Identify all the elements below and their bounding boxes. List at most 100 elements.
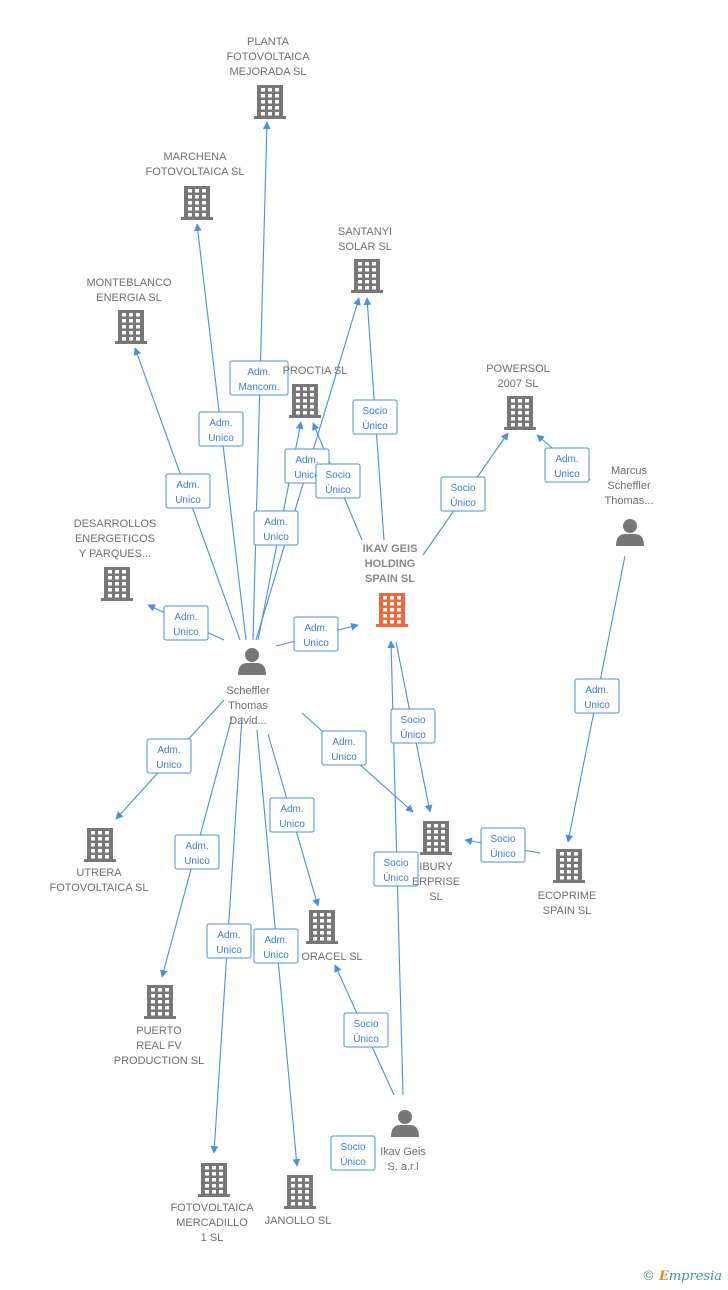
edge-label-scheffler-to-santanyi[interactable]: Adm.Unico bbox=[253, 510, 299, 546]
edge-label-scheffler-to-oracel[interactable]: Adm. Unico bbox=[269, 797, 315, 833]
node-label-desarrollos: DESARROLLOS bbox=[74, 518, 157, 530]
node-label-ikav: SPAIN SL bbox=[365, 573, 415, 585]
edge-label-box bbox=[293, 616, 339, 652]
edge-label-scheffler-to-mercadillo[interactable]: Adm.Unico bbox=[206, 923, 252, 959]
node-label-ecoprime: SPAIN SL bbox=[543, 905, 592, 917]
edge-label-box bbox=[198, 411, 244, 447]
edge-label-box bbox=[229, 360, 289, 396]
edge-label-box bbox=[174, 834, 220, 870]
edge-label-box bbox=[544, 447, 590, 483]
edge-label-scheffler-to-planta[interactable]: Adm.Mancom. bbox=[229, 360, 289, 396]
edge-label-text: Unico bbox=[175, 495, 201, 506]
brand-name: mpresia bbox=[668, 1269, 722, 1284]
node-label-ikav: HOLDING bbox=[365, 558, 416, 570]
edge-label-text: Unico bbox=[279, 819, 305, 830]
edge-label-text: Adm. bbox=[585, 685, 608, 696]
edge-label-text: Adm. bbox=[264, 935, 287, 946]
node-label-scheffler: David... bbox=[229, 715, 266, 727]
node-label-powersol: POWERSOL bbox=[486, 363, 550, 375]
edge-label-text: Unico bbox=[554, 469, 580, 480]
edge-label-scheffler-to-janollo[interactable]: Adm. Unico bbox=[253, 928, 299, 964]
edge-label-scheffler-to-ikav[interactable]: Adm.Unico bbox=[293, 616, 339, 652]
node-janollo[interactable]: JANOLLO SL bbox=[265, 1175, 332, 1227]
node-label-ikavsarl: Ikav Geis bbox=[380, 1146, 426, 1158]
node-marchena[interactable]: MARCHENA FOTOVOLTAICA SL bbox=[145, 151, 245, 220]
node-scheffler[interactable]: SchefflerThomasDavid... bbox=[226, 648, 270, 727]
edge-label-text: Unico bbox=[303, 638, 329, 649]
edge-label-scheffler-to-puerto[interactable]: Adm.Unico bbox=[174, 834, 220, 870]
building-icon bbox=[420, 821, 452, 855]
node-label-desarrollos: ENERGETICOS bbox=[75, 533, 155, 545]
edge-label-text: Socio bbox=[400, 715, 425, 726]
building-icon bbox=[115, 310, 147, 344]
person-icon bbox=[238, 648, 266, 675]
edge-label-marcus-to-ecoprime[interactable]: Adm. Unico bbox=[574, 678, 620, 714]
node-label-ecoprime: ECOPRIME bbox=[538, 890, 597, 902]
node-label-puerto: PRODUCTION SL bbox=[114, 1055, 204, 1067]
edge-label-box bbox=[480, 827, 526, 863]
edge-label-box bbox=[146, 738, 192, 774]
edge-label-text: Único bbox=[353, 1032, 379, 1045]
node-marcus[interactable]: MarcusSchefflerThomas... bbox=[605, 465, 654, 546]
edge-label-text: Mancom. bbox=[238, 382, 279, 393]
edge-label-marcus-to-powersol[interactable]: Adm.Unico bbox=[544, 447, 590, 483]
node-label-marchena: FOTOVOLTAICA SL bbox=[145, 166, 244, 178]
node-label-mercadillo: FOTOVOLTAICA bbox=[170, 1202, 254, 1214]
node-ecoprime[interactable]: ECOPRIME SPAIN SL bbox=[538, 849, 597, 917]
node-label-scheffler: Scheffler bbox=[226, 685, 270, 697]
edge-label-scheffler-to-ibury[interactable]: Adm.Unico bbox=[321, 730, 367, 766]
edge-label-text: Unico bbox=[584, 700, 610, 711]
node-label-puerto: PUERTO bbox=[136, 1025, 182, 1037]
node-label-planta: MEJORADA SL bbox=[229, 66, 306, 78]
edge-label-text: Adm. bbox=[280, 804, 303, 815]
edge-label-text: Unico bbox=[263, 950, 289, 961]
node-label-santanyi: SANTANYI bbox=[338, 226, 392, 238]
edge-label-scheffler-to-marchena[interactable]: Adm.Unico bbox=[198, 411, 244, 447]
edge-label-text: Unico bbox=[208, 433, 234, 444]
node-label-utrera: UTRERA bbox=[76, 867, 122, 879]
edge-label-text: Unico bbox=[294, 470, 320, 481]
node-oracel[interactable]: ORACEL SL bbox=[301, 910, 363, 963]
edge-label-text: Único bbox=[383, 871, 409, 884]
edge-label-text: Adm. bbox=[174, 612, 197, 623]
edge-label-text: Unico bbox=[331, 752, 357, 763]
edge-label-text: Adm. bbox=[176, 480, 199, 491]
edge-label-text: Unico bbox=[263, 532, 289, 543]
edge-label-text: Adm. bbox=[295, 455, 318, 466]
node-proctia[interactable]: PROCTIA SL bbox=[283, 365, 348, 418]
node-label-ibury: SL bbox=[429, 891, 442, 903]
node-label-marcus: Scheffler bbox=[607, 480, 651, 492]
node-label-marchena: MARCHENA bbox=[164, 151, 228, 163]
building-icon bbox=[101, 567, 133, 601]
node-label-proctia: PROCTIA SL bbox=[283, 365, 348, 377]
edge-label-scheffler-to-monteblanco[interactable]: Adm. Unico bbox=[165, 473, 211, 509]
building-icon bbox=[504, 396, 536, 430]
edge-label-scheffler-to-utrera[interactable]: Adm.Unico bbox=[146, 738, 192, 774]
person-icon bbox=[391, 1110, 419, 1137]
edge-label-text: Socio bbox=[325, 470, 350, 481]
edge-labels-layer: Adm.Mancom.Adm.UnicoAdm.UnicoAdm.UnicoAd… bbox=[146, 360, 620, 1171]
edge-label-scheffler-to-desarrollos[interactable]: Adm.Unico bbox=[163, 605, 209, 641]
node-label-scheffler: Thomas bbox=[228, 700, 268, 712]
edge-label-box bbox=[574, 678, 620, 714]
